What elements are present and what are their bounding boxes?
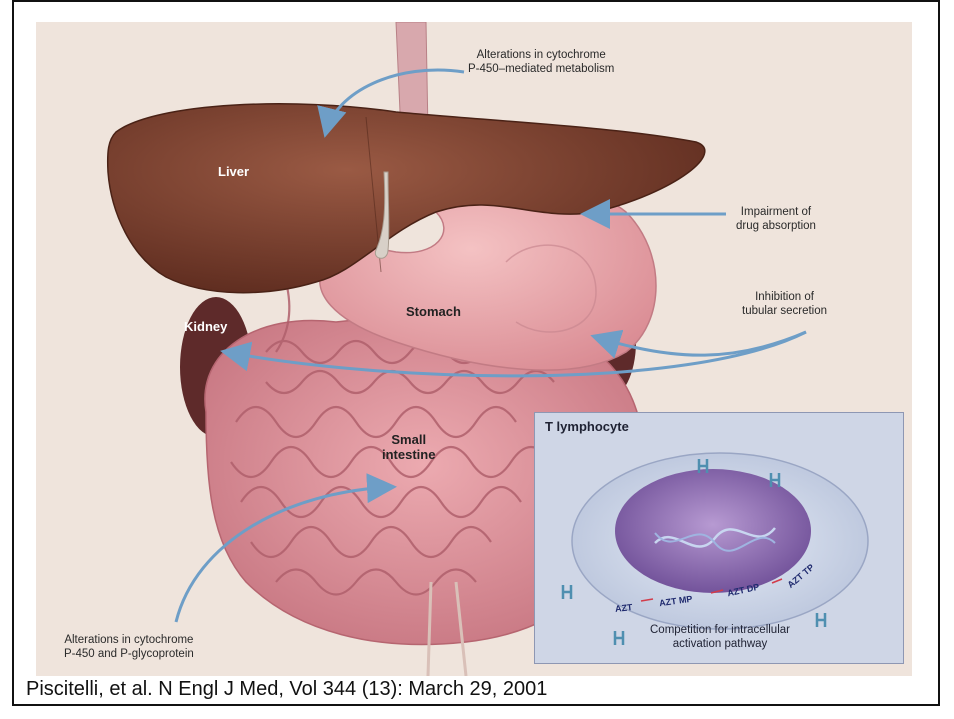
liver-label: Liver bbox=[218, 164, 249, 179]
annotation-secretion-line2: tubular secretion bbox=[742, 304, 827, 318]
inset-caption-line2: activation pathway bbox=[535, 637, 905, 651]
annotation-metabolism: Alterations in cytochrome P-450–mediated… bbox=[468, 48, 614, 76]
annotation-glycoprotein-line1: Alterations in cytochrome bbox=[64, 633, 194, 647]
t-lymphocyte-inset: T lymphocyte bbox=[534, 412, 904, 664]
citation: Piscitelli, et al. N Engl J Med, Vol 344… bbox=[26, 678, 547, 701]
annotation-secretion-line1: Inhibition of bbox=[742, 290, 827, 304]
inset-caption-line1: Competition for intracellular bbox=[535, 623, 905, 637]
cell-nucleus bbox=[615, 469, 811, 593]
annotation-glycoprotein-line2: P-450 and P-glycoprotein bbox=[64, 647, 194, 661]
annotation-glycoprotein: Alterations in cytochrome P-450 and P-gl… bbox=[64, 633, 194, 661]
annotation-absorption-line2: drug absorption bbox=[736, 219, 816, 233]
annotation-absorption-line1: Impairment of bbox=[736, 205, 816, 219]
inset-caption: Competition for intracellular activation… bbox=[535, 623, 905, 651]
annotation-metabolism-line1: Alterations in cytochrome bbox=[468, 48, 614, 62]
anatomy-illustration: Liver Stomach Kidney Small intestine Alt… bbox=[36, 22, 912, 676]
small-intestine-label-2: intestine bbox=[382, 447, 435, 462]
annotation-absorption: Impairment of drug absorption bbox=[736, 205, 816, 233]
small-intestine-label-1: Small bbox=[382, 432, 435, 447]
kidney-label: Kidney bbox=[184, 319, 227, 334]
annotation-secretion: Inhibition of tubular secretion bbox=[742, 290, 827, 318]
stomach-label: Stomach bbox=[406, 304, 461, 319]
small-intestine-label: Small intestine bbox=[382, 432, 435, 462]
pathway-azt: AZT bbox=[615, 602, 633, 614]
annotation-metabolism-line2: P-450–mediated metabolism bbox=[468, 62, 614, 76]
